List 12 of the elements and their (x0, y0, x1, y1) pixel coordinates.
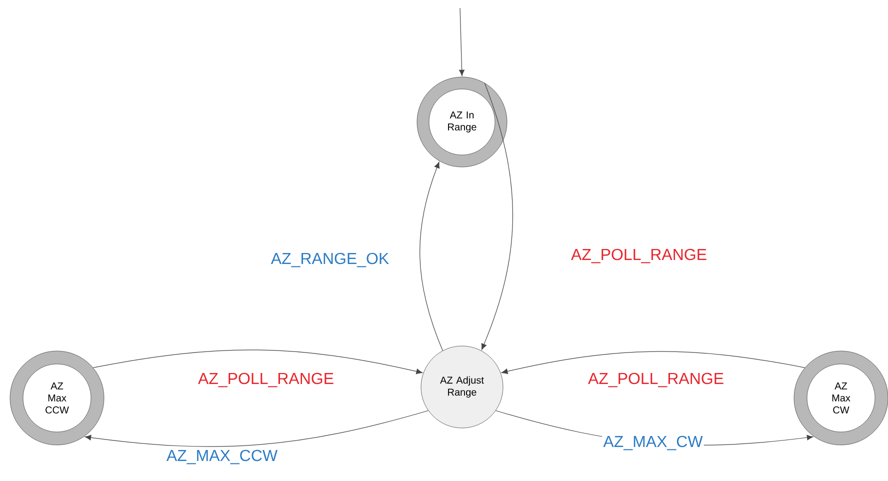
edge-label: AZ_POLL_RANGE (586, 372, 726, 388)
arrow (459, 8, 465, 76)
edge-label: AZ_MAX_CW (602, 434, 704, 452)
arrow (481, 82, 514, 350)
arrow (420, 162, 443, 351)
edge-label: AZ_POLL_RANGE (570, 248, 708, 264)
arrow (84, 410, 429, 447)
arrow (92, 350, 423, 374)
edge-label: AZ_POLL_RANGE (196, 372, 336, 388)
edge-label: AZ_MAX_CCW (165, 448, 279, 466)
arrow (501, 351, 806, 374)
edge-label: AZ_RANGE_OK (270, 252, 390, 268)
